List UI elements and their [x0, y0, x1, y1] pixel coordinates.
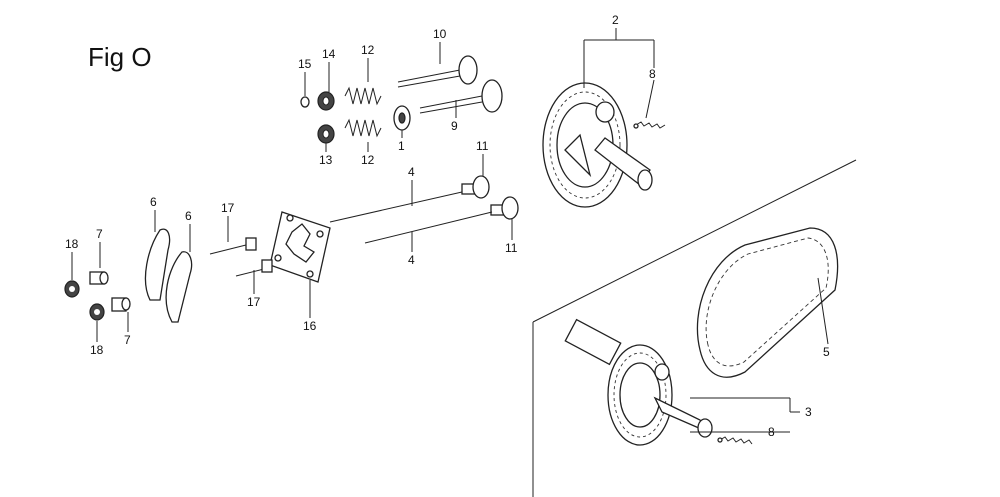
- rocker-pivot-lower: [111, 297, 131, 312]
- callout-14: 14: [322, 47, 336, 61]
- push-rod-upper: [329, 191, 463, 223]
- callout-7-upper: 7: [96, 227, 103, 241]
- rocker-pivot-bolt-upper: [209, 237, 257, 255]
- callout-11-upper: 11: [476, 139, 489, 153]
- rocker-arm-left: [144, 228, 171, 301]
- callout-7-lower: 7: [124, 333, 131, 347]
- decompressor-spring-upper: [633, 121, 666, 129]
- callout-2: 2: [612, 13, 619, 27]
- leader-lines: [71, 28, 829, 433]
- callout-6-left: 6: [150, 195, 157, 209]
- callout-18-lower: 18: [90, 343, 104, 357]
- callout-16: 16: [303, 319, 317, 333]
- exhaust-valve: [397, 55, 478, 88]
- callout-8-upper: 8: [649, 67, 656, 81]
- valve-stem-seal: [393, 105, 411, 131]
- callout-4-upper: 4: [408, 165, 415, 179]
- inset-panel-border: [532, 159, 857, 497]
- callout-12-upper: 12: [361, 43, 375, 57]
- camshaft-gear-upper: [542, 82, 653, 208]
- callout-9: 9: [451, 119, 458, 133]
- callout-12-lower: 12: [361, 153, 375, 167]
- rocker-pivot-upper: [89, 271, 109, 285]
- callout-17-lower: 17: [247, 295, 261, 309]
- push-rod-lower: [364, 211, 493, 244]
- callout-6-right: 6: [185, 209, 192, 223]
- callout-1: 1: [398, 139, 405, 153]
- pivot-adjusting-nut-upper: [64, 280, 80, 298]
- callout-4-lower: 4: [408, 253, 415, 267]
- rocker-arm-right: [165, 251, 193, 323]
- callout-17-upper: 17: [221, 201, 235, 215]
- valve-spring-lower: [344, 118, 382, 138]
- intake-valve: [419, 79, 503, 114]
- valve-lifter-lower: [490, 196, 519, 220]
- callout-10: 10: [433, 27, 447, 41]
- callout-11-lower: 11: [505, 241, 518, 255]
- callout-labels: 2 8 10 15 14 12 9 1 13 12 11 11 4 4 6 6 …: [65, 13, 830, 439]
- pivot-adjusting-nut-lower: [89, 303, 105, 321]
- rocker-arm-plate: [269, 211, 331, 283]
- valve-cotter: [300, 96, 310, 108]
- valve-spring-retainer-upper: [317, 91, 335, 111]
- decompressor-spring-lower: [717, 436, 753, 445]
- valve-spring-upper: [344, 86, 382, 106]
- callout-13: 13: [319, 153, 333, 167]
- valve-spring-retainer-lower: [317, 124, 335, 144]
- callout-15: 15: [298, 57, 312, 71]
- callout-3: 3: [805, 405, 812, 419]
- callout-18-upper: 18: [65, 237, 79, 251]
- valve-lifter-upper: [461, 175, 490, 199]
- rocker-pivot-bolt-lower: [235, 259, 273, 277]
- timing-belt: [696, 227, 839, 378]
- camshaft-lower: [564, 318, 713, 446]
- callout-5: 5: [823, 345, 830, 359]
- callout-8-lower: 8: [768, 425, 775, 439]
- figure-title: Fig O: [88, 42, 152, 72]
